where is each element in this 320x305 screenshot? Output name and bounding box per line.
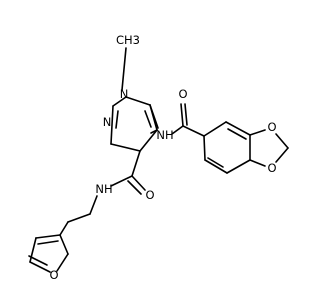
benzodioxole-ring [203,121,289,174]
atom-nh-right-label: NH [156,128,173,142]
atom-n2-label: N [103,115,112,129]
atom-o-left-label: O [145,188,154,202]
amide-left-bonds [67,150,146,223]
atom-nh-left-label: NH [95,182,112,196]
atom-o-right-label: O [178,87,187,101]
atom-o-furan-label: O [49,268,58,282]
molecule-structure: CH3 N N NH O NH O O O O [28,33,289,282]
atom-o-dioxole-bottom-label: O [267,161,276,175]
amide-right-bonds [149,103,205,137]
atom-n1-label: N [120,87,129,101]
methyl-bond [121,47,127,91]
atom-o-dioxole-top-label: O [267,120,276,134]
structure-canvas: CH3 N N NH O NH O O O O [28,33,289,282]
atom-methyl-label: CH3 [116,33,140,47]
furan-ring [28,221,69,273]
